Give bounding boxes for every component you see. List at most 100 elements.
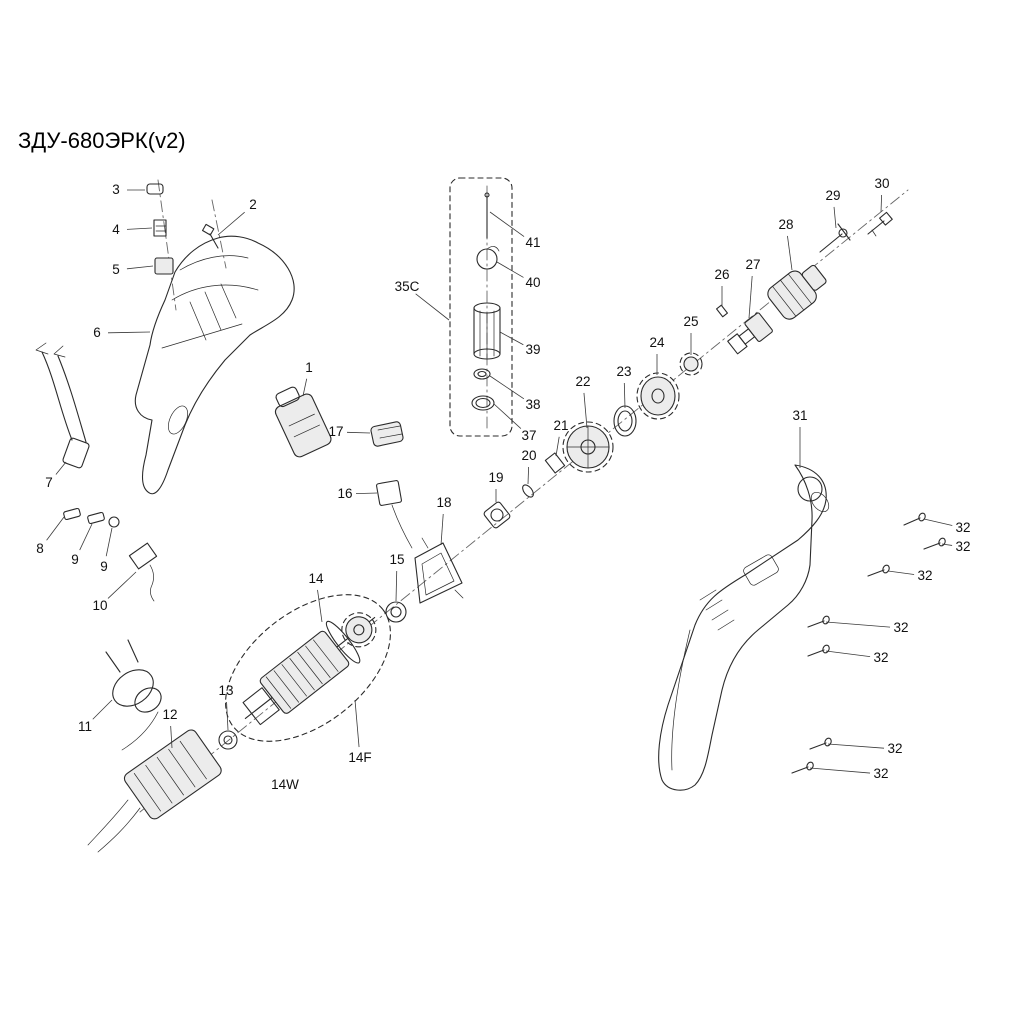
part-label: 7 <box>45 475 53 490</box>
leader-line <box>79 523 93 551</box>
part-label: 26 <box>714 267 729 282</box>
leader-line <box>170 725 173 749</box>
leader-line <box>355 492 378 495</box>
screw-32 <box>809 737 832 750</box>
cord-guard <box>62 437 90 469</box>
trigger-switch <box>274 386 332 458</box>
part-label: 28 <box>778 217 793 232</box>
button-5 <box>154 257 174 275</box>
front-bearing <box>483 501 511 529</box>
leader-line <box>583 392 588 429</box>
washer-38 <box>473 368 491 380</box>
leader-line <box>415 293 450 321</box>
part-label: 37 <box>521 428 536 443</box>
ring-23 <box>613 405 637 437</box>
leader-line <box>489 211 525 237</box>
chuck <box>767 264 827 320</box>
leader-line <box>623 382 626 409</box>
speed-regulator <box>370 421 404 447</box>
diagram-art <box>35 177 946 853</box>
part-label: 4 <box>112 222 120 237</box>
leader-line <box>787 235 793 271</box>
sleeve-39 <box>473 302 501 360</box>
carbon-brush <box>128 542 158 602</box>
motor-housing-half <box>134 235 295 495</box>
nameplate <box>743 554 779 586</box>
leader-line <box>827 743 885 749</box>
leader-line <box>496 261 524 278</box>
bracket-16 <box>376 480 413 549</box>
part-label: 32 <box>955 520 970 535</box>
leader-line <box>833 206 837 229</box>
leader-line <box>126 227 153 230</box>
part-label: 32 <box>917 568 932 583</box>
leader-line <box>395 570 398 602</box>
leader-line <box>809 767 871 774</box>
leader-line <box>217 211 245 236</box>
terminal-parts <box>63 507 120 528</box>
axis-top-knob <box>157 179 177 311</box>
screw-32 <box>923 537 946 550</box>
part-label: 6 <box>93 325 101 340</box>
leader-line <box>887 570 915 575</box>
screw-32 <box>791 761 814 774</box>
part-label: 10 <box>92 598 107 613</box>
part-label: 41 <box>525 235 540 250</box>
leader-line <box>825 650 871 658</box>
leader-line <box>346 431 371 434</box>
leader-line <box>55 461 67 475</box>
part-label: 8 <box>36 541 44 556</box>
part-label: 2 <box>249 197 257 212</box>
housing-screws-32 <box>791 512 946 774</box>
screw-2 <box>201 223 219 249</box>
ring-37 <box>471 395 495 411</box>
chuck-key <box>819 223 851 253</box>
part-label: 31 <box>792 408 807 423</box>
part-label: 20 <box>521 448 536 463</box>
part-label: 29 <box>825 188 840 203</box>
bearing-plate <box>414 537 464 604</box>
leader-line <box>226 701 229 731</box>
leader-line <box>107 571 137 599</box>
page-title: ЗДУ-680ЭРК(v2) <box>18 128 186 153</box>
screw-32 <box>807 644 830 657</box>
leader-line <box>440 513 444 546</box>
main-gear <box>562 421 614 473</box>
part-label: 16 <box>337 486 352 501</box>
part-label: 22 <box>575 374 590 389</box>
spacer-21 <box>544 452 566 474</box>
leader-line <box>354 699 360 748</box>
retainer-ring-40 <box>476 246 500 270</box>
leader-line <box>941 543 953 546</box>
part-label: 35C <box>395 279 420 294</box>
leader-line <box>46 516 65 541</box>
screw-32 <box>903 512 926 526</box>
rotor-nut <box>218 730 238 750</box>
leader-line <box>527 466 530 485</box>
leader-line <box>880 194 883 213</box>
needle-41 <box>484 192 490 239</box>
part-label: 15 <box>389 552 404 567</box>
leader-line <box>493 403 522 429</box>
leader-line <box>317 589 323 623</box>
part-label: 32 <box>887 741 902 756</box>
part-label: 9 <box>100 559 108 574</box>
armature <box>242 612 377 726</box>
pin-26 <box>716 304 728 318</box>
part-label: 14F <box>348 750 371 765</box>
leader-line <box>302 378 308 397</box>
part-label: 32 <box>893 620 908 635</box>
leader-line <box>105 527 113 557</box>
part-label: 1 <box>305 360 313 375</box>
part-label: 11 <box>78 719 92 734</box>
leader-line <box>107 331 151 334</box>
part-label: 32 <box>873 650 888 665</box>
part-label: 12 <box>162 707 177 722</box>
nut-3 <box>146 183 164 195</box>
part-label: 38 <box>525 397 540 412</box>
leader-line <box>923 518 953 526</box>
drill-body <box>658 464 830 791</box>
washer-20 <box>522 484 534 498</box>
